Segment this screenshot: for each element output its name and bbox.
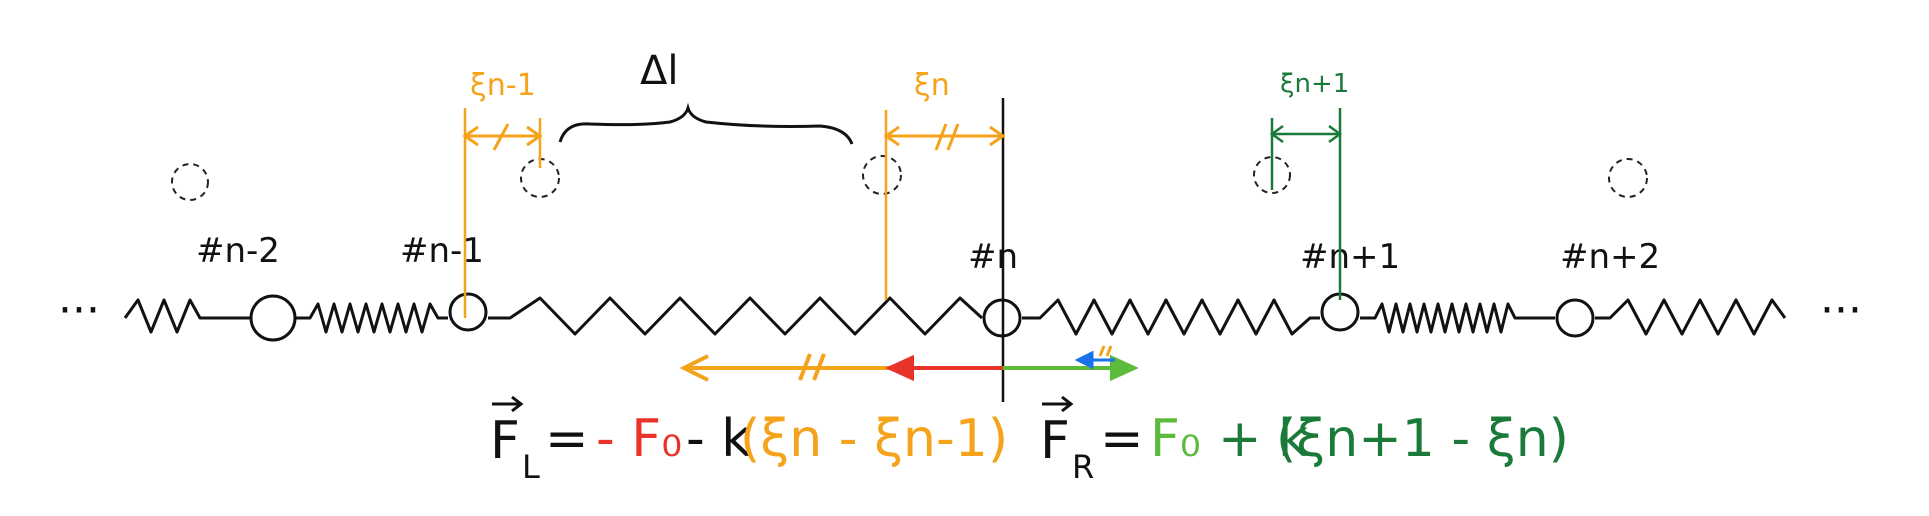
label-mass-n-minus-1: #n-1 bbox=[400, 231, 484, 271]
xi-n-arrow bbox=[883, 123, 1006, 151]
label-mass-n-plus-2: #n+2 bbox=[1560, 237, 1660, 277]
eq-right-equals: = bbox=[1100, 409, 1144, 469]
eq-left-lhs: F bbox=[490, 411, 520, 471]
ellipsis-left: ··· bbox=[58, 285, 100, 336]
xi-n-plus-1-arrow bbox=[1269, 124, 1343, 144]
spring-n-minus-1-to-n bbox=[488, 296, 984, 336]
spring-n-to-n-plus-1 bbox=[1022, 298, 1320, 336]
label-xi-n: ξn bbox=[914, 68, 950, 103]
label-mass-n-minus-2: #n-2 bbox=[196, 231, 280, 271]
equation-right: F R = F₀ + k (ξn+1 - ξn) bbox=[1040, 395, 1569, 486]
delta-l-brace bbox=[558, 102, 854, 145]
eq-right-paren: (ξn+1 - ξn) bbox=[1276, 409, 1569, 469]
label-mass-n-plus-1: #n+1 bbox=[1300, 237, 1400, 277]
equation-left: F L = - F₀ - k (ξn - ξn-1) bbox=[490, 395, 1008, 486]
label-mass-n: #n bbox=[968, 237, 1018, 277]
mass-n-plus-2 bbox=[1555, 298, 1595, 338]
spring-n-minus-2-to-n-minus-1 bbox=[295, 302, 448, 334]
spring-right-end bbox=[1595, 298, 1787, 336]
eq-left-equals: = bbox=[545, 409, 589, 469]
eq-right-plus-k: + k bbox=[1218, 409, 1308, 469]
eq-right-lhs: F bbox=[1040, 411, 1070, 471]
xi-n-minus-1-arrow bbox=[462, 123, 543, 151]
eq-right-f0: F₀ bbox=[1150, 409, 1201, 469]
equilibrium-markers bbox=[171, 155, 1648, 201]
force-arrow-red bbox=[885, 354, 1003, 382]
eq-right-lhs-sub: R bbox=[1072, 448, 1094, 486]
eq-left-lhs-sub: L bbox=[522, 448, 540, 486]
eq-left-minus-k: - k bbox=[686, 409, 751, 469]
mass-n-minus-1 bbox=[448, 292, 488, 332]
label-xi-n-minus-1: ξn-1 bbox=[470, 68, 536, 103]
spring-left-end bbox=[123, 298, 250, 334]
equilibrium-marker-n-plus-2 bbox=[1608, 158, 1648, 198]
label-delta-l: Δl bbox=[640, 48, 678, 94]
equilibrium-marker-n bbox=[862, 155, 902, 195]
force-arrow-orange bbox=[679, 353, 890, 382]
label-xi-n-plus-1: ξn+1 bbox=[1280, 69, 1349, 99]
eq-left-paren: (ξn - ξn-1) bbox=[740, 409, 1008, 469]
mass-n-minus-2 bbox=[249, 294, 297, 342]
equilibrium-marker-n-minus-2 bbox=[171, 163, 209, 201]
force-arrow-light-green bbox=[1003, 354, 1139, 382]
ellipsis-right: ··· bbox=[1820, 285, 1862, 336]
force-arrow-blue bbox=[1074, 345, 1115, 370]
equilibrium-marker-n-plus-1 bbox=[1253, 156, 1291, 194]
springs bbox=[123, 296, 1787, 336]
spring-n-plus-1-to-n-plus-2 bbox=[1360, 302, 1555, 334]
eq-left-f0: - F₀ bbox=[596, 409, 682, 469]
